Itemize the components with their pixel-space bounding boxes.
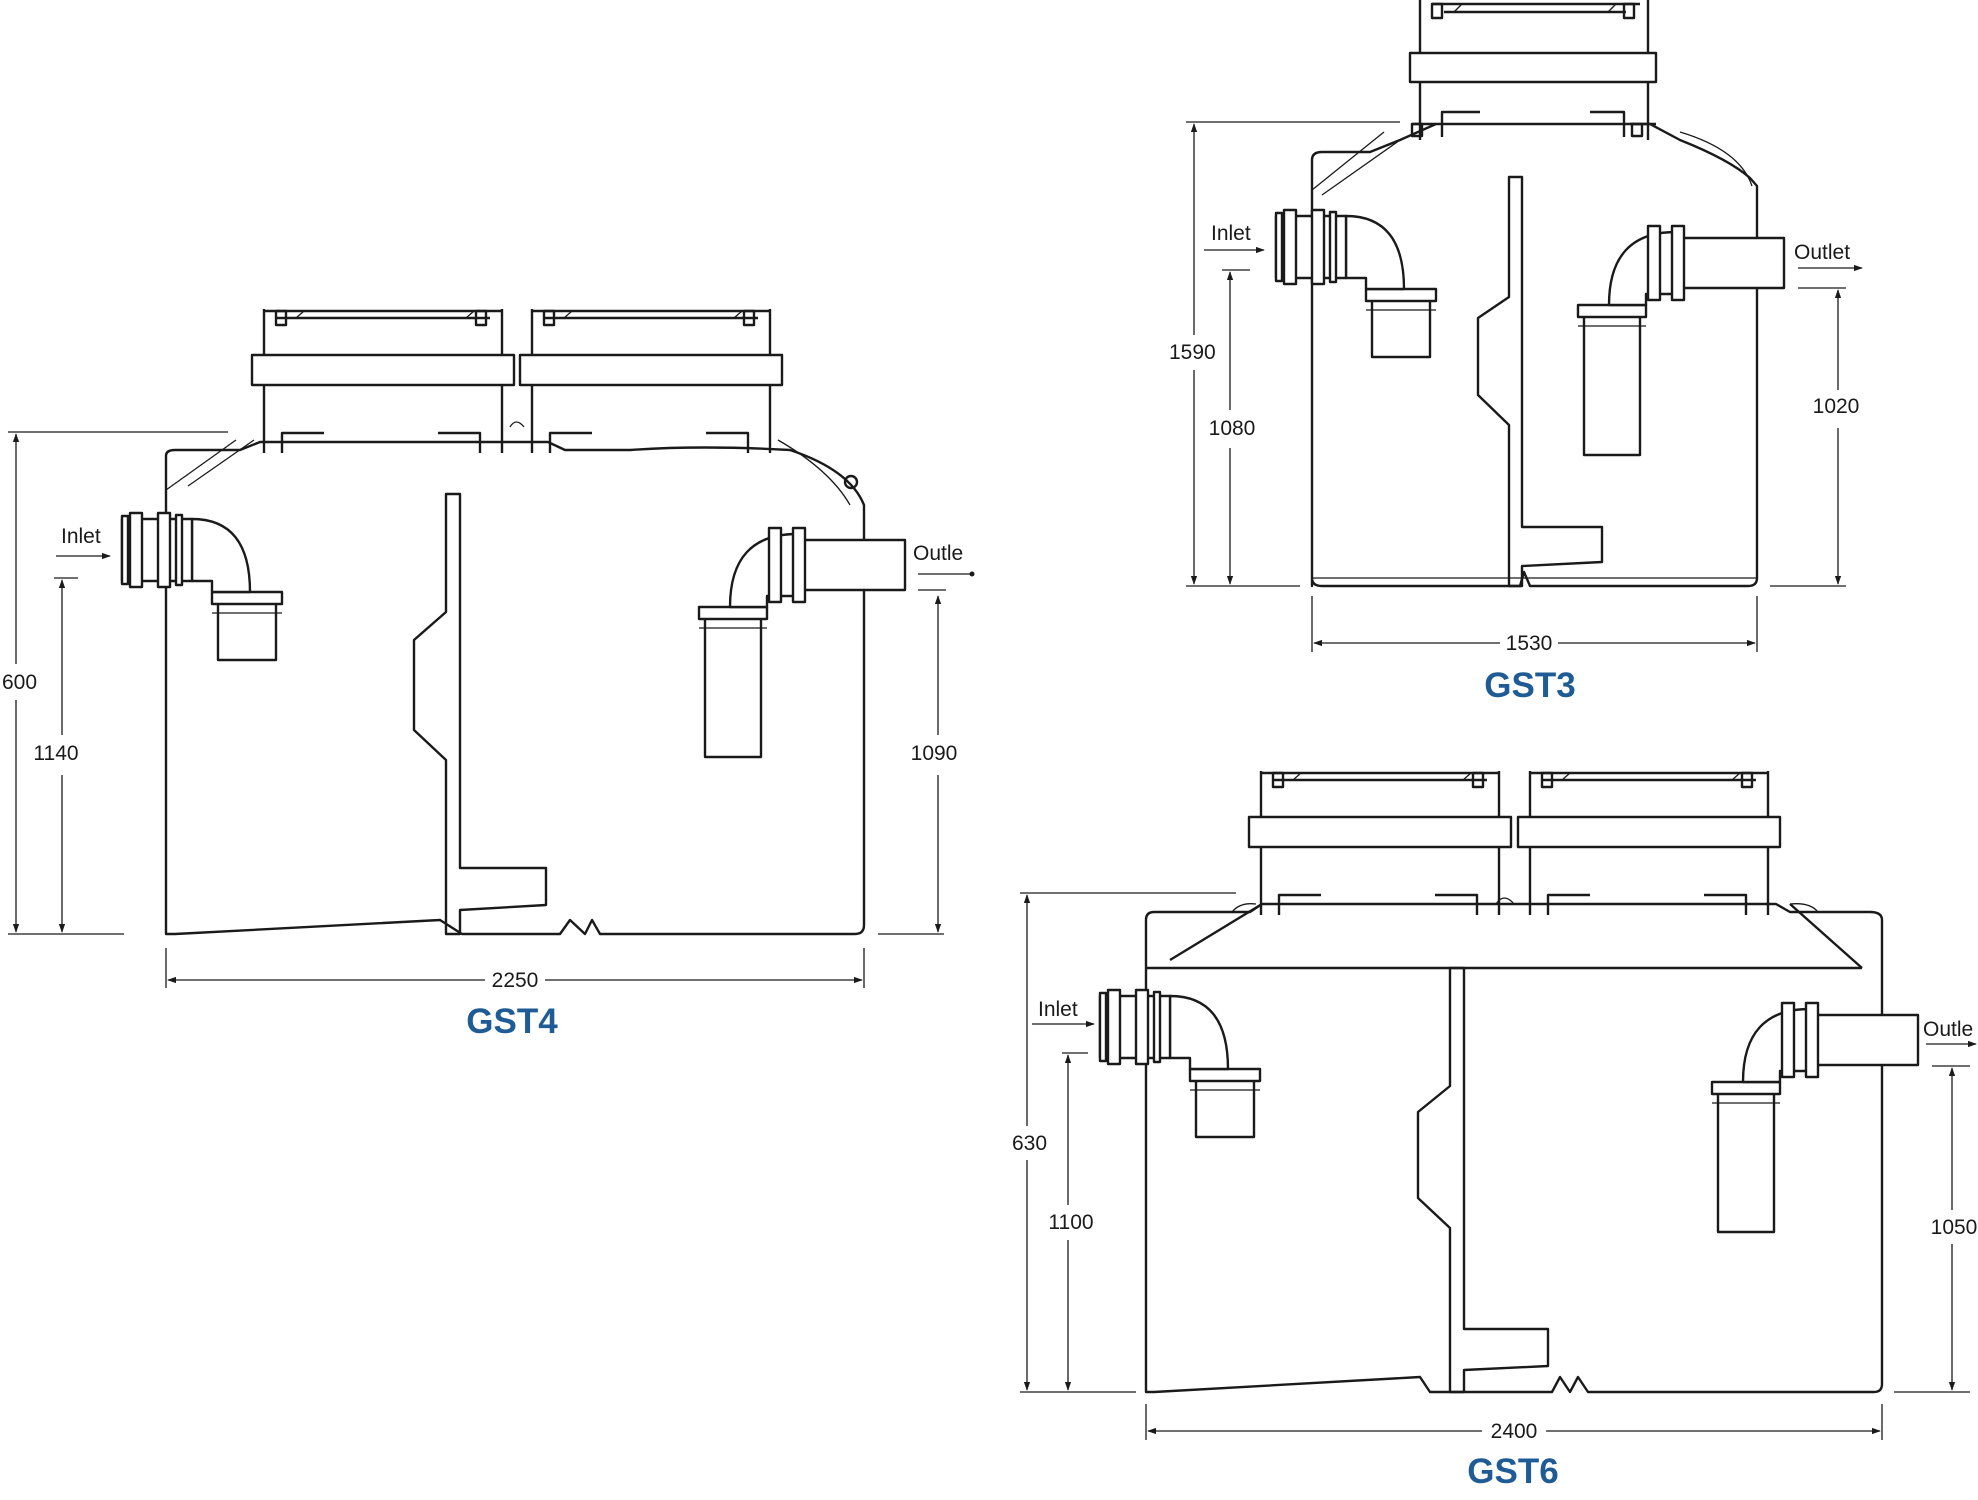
gst6-outlet-pipe xyxy=(1710,1001,1920,1234)
gst4-width-label: 2250 xyxy=(492,969,539,992)
gst4-inlet-height-label: 1140 xyxy=(33,742,78,765)
gst4-outlet-label: Outle xyxy=(913,542,963,565)
gst6-width-label: 2400 xyxy=(1491,1420,1538,1443)
gst6-tank-body xyxy=(1144,902,1884,1394)
gst3-outlet-label: Outlet xyxy=(1794,241,1850,264)
gst6-manhole-left xyxy=(1247,769,1513,917)
gst3-width-label: 1530 xyxy=(1506,632,1553,655)
gst3-baffle xyxy=(1476,175,1604,588)
gst4-inlet-pipe xyxy=(120,511,284,662)
gst3-inlet-pipe xyxy=(1274,208,1438,359)
gst6-inlet-height-label: 1100 xyxy=(1048,1211,1093,1234)
gst4-manhole-right xyxy=(518,307,784,455)
gst6-manhole-right xyxy=(1516,769,1782,917)
gst4-total-height-label: 600 xyxy=(2,671,37,694)
gst3-outlet-pipe xyxy=(1576,224,1786,457)
gst4-title: GST4 xyxy=(466,1002,558,1041)
gst4-drawing: 600 1140 Inlet 1090 Outle 2250 GST4 xyxy=(2,307,975,1041)
gst4-inlet-label: Inlet xyxy=(61,525,101,548)
gst3-total-height-label: 1590 xyxy=(1169,341,1216,364)
gst4-manhole-left xyxy=(250,307,516,455)
gst6-outlet-label: Outle xyxy=(1923,1018,1973,1041)
gst6-baffle xyxy=(1416,966,1550,1394)
gst6-inlet-pipe xyxy=(1098,988,1262,1139)
gst6-title: GST6 xyxy=(1467,1452,1558,1491)
gst3-inlet-height-label: 1080 xyxy=(1209,417,1256,440)
gst3-drawing: 1590 1080 Inlet 1020 Outlet 1530 GST3 xyxy=(1169,0,1863,705)
gst6-drawing: 630 1100 Inlet 1050 Outle 2400 GST6 xyxy=(1012,769,1978,1491)
gst4-baffle xyxy=(412,492,548,936)
gst6-outlet-height-label: 1050 xyxy=(1931,1216,1978,1239)
gst4-tank-body xyxy=(164,440,866,936)
gst3-tank-body xyxy=(1310,122,1759,588)
gst4-outlet-height-label: 1090 xyxy=(911,742,958,765)
gst6-inlet-label: Inlet xyxy=(1038,998,1078,1021)
gst4-outlet-pipe xyxy=(697,526,907,759)
gst6-total-height-label: 630 xyxy=(1012,1132,1047,1155)
gst3-inlet-label: Inlet xyxy=(1211,222,1251,245)
gst3-title: GST3 xyxy=(1484,666,1575,705)
gst3-outlet-height-label: 1020 xyxy=(1813,395,1860,418)
